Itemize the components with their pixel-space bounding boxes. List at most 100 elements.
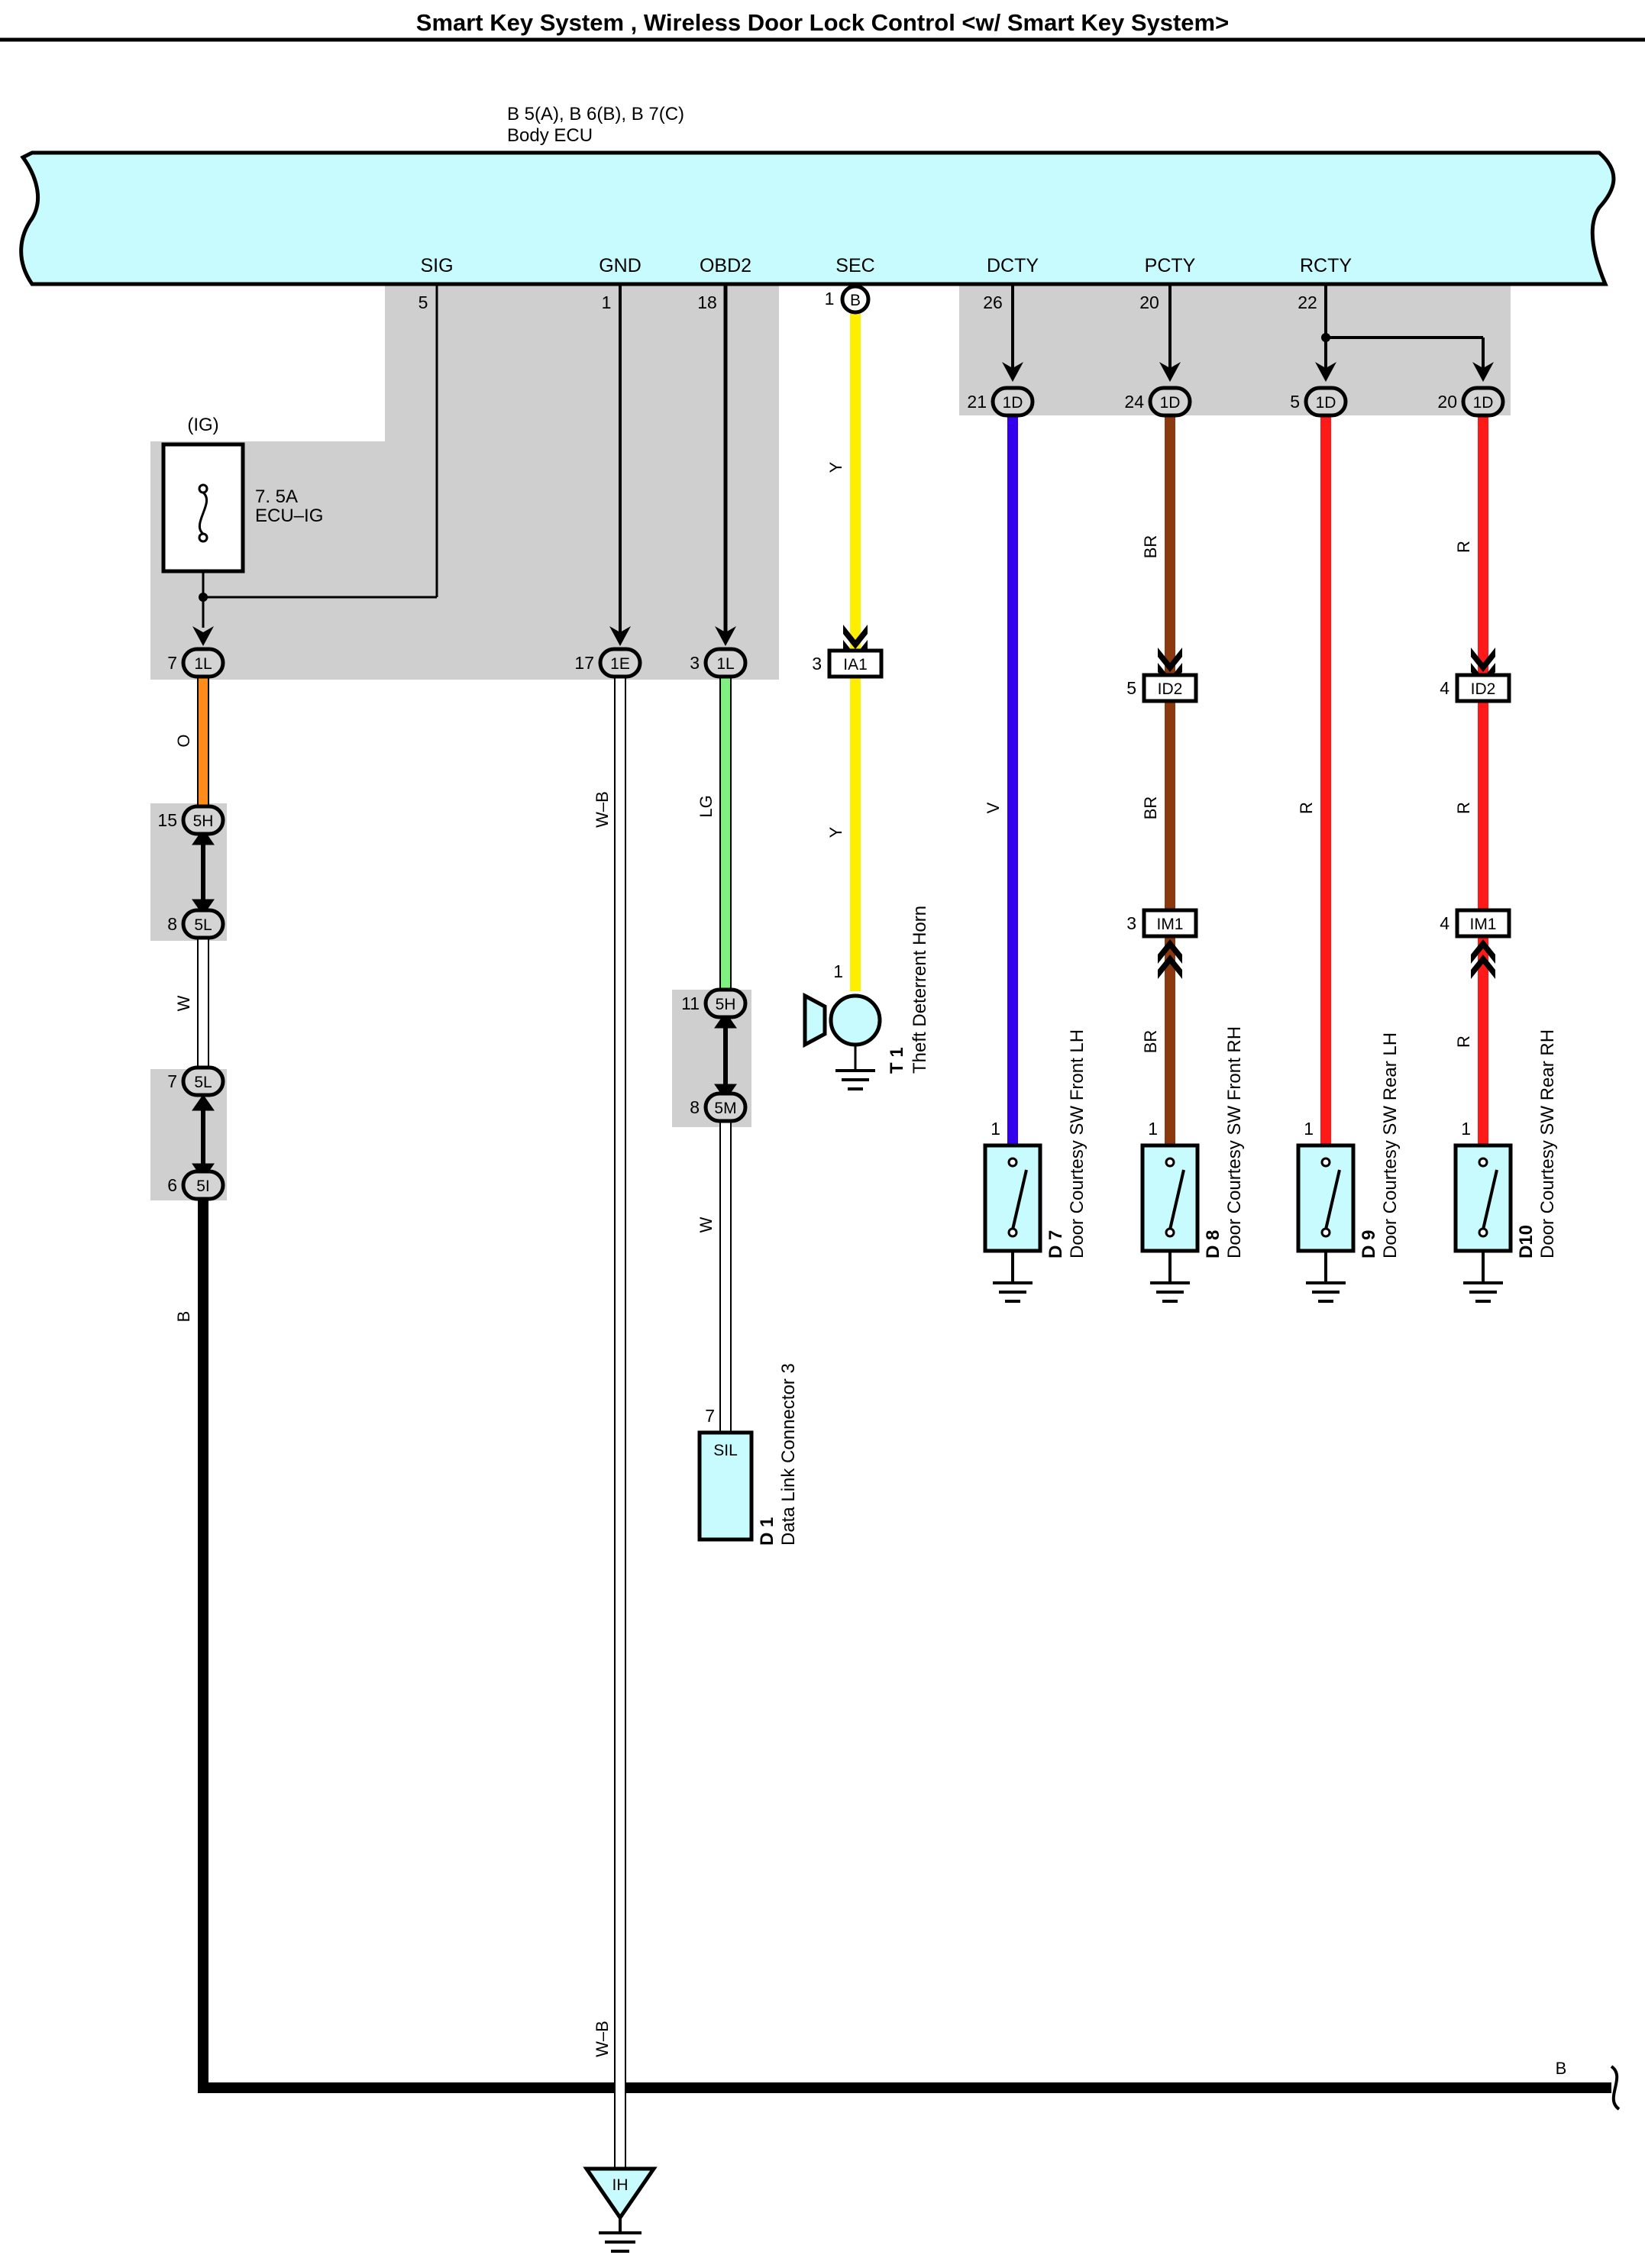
label-br-2: BR	[1141, 796, 1160, 820]
label-y-bottom: Y	[826, 826, 845, 838]
svg-text:1E: 1E	[610, 655, 630, 673]
switch-d10	[1453, 1143, 1513, 1303]
svg-text:IM1: IM1	[1156, 916, 1183, 933]
label-r-3: R	[1454, 1035, 1473, 1048]
conn-5h-15: 5H 15	[157, 804, 225, 836]
svg-text:1: 1	[1148, 1119, 1158, 1139]
d7-name: Door Courtesy SW Front LH	[1067, 1029, 1088, 1258]
label-o: O	[174, 734, 193, 747]
svg-text:1L: 1L	[194, 655, 212, 673]
svg-text:7: 7	[167, 653, 177, 673]
svg-text:6: 6	[167, 1175, 177, 1195]
door-switches	[983, 1143, 1513, 1303]
conn-1e-17: 1E 17	[574, 647, 642, 679]
d8-id: D 8	[1203, 1230, 1223, 1258]
label-br-1: BR	[1141, 535, 1160, 559]
wire-b-bus	[198, 1197, 1611, 2093]
conn-1l-3: 1L 3	[690, 647, 748, 679]
label-r-d9: R	[1297, 802, 1316, 814]
pin-pcty: 20	[1139, 292, 1159, 312]
junction-shading	[150, 284, 1511, 1200]
svg-text:21: 21	[967, 392, 987, 412]
svg-text:11: 11	[681, 993, 700, 1013]
terminal-sig: SIG	[420, 255, 453, 276]
d9-name: Door Courtesy SW Rear LH	[1380, 1032, 1401, 1258]
svg-text:8: 8	[690, 1097, 700, 1117]
svg-text:5: 5	[1126, 678, 1136, 698]
svg-text:5I: 5I	[196, 1178, 210, 1195]
svg-text:1D: 1D	[1316, 394, 1336, 412]
svg-text:1L: 1L	[716, 655, 734, 673]
svg-text:5H: 5H	[193, 813, 214, 830]
pin-rcty: 22	[1298, 292, 1317, 312]
label-b-bus: B	[1556, 2059, 1567, 2078]
svg-text:4: 4	[1440, 678, 1449, 698]
svg-text:1: 1	[1461, 1119, 1471, 1139]
horn-name: Theft Deterrent Horn	[910, 906, 930, 1074]
ecu-connectors-label: B 5(A), B 6(B), B 7(C)	[507, 104, 684, 124]
label-lg: LG	[696, 795, 716, 817]
svg-text:5L: 5L	[194, 916, 212, 934]
conn-1d-21: 1D 21	[967, 386, 1035, 418]
fuse-name-label: ECU–IG	[255, 506, 323, 526]
sec-connector-code: B	[850, 292, 861, 309]
conn-id2-4: ID2 4	[1440, 673, 1511, 703]
conn-ia1-3: IA1 3	[812, 648, 884, 679]
svg-text:20: 20	[1437, 392, 1457, 412]
terminal-gnd: GND	[599, 255, 642, 276]
svg-text:IM1: IM1	[1469, 916, 1496, 933]
wire-color-labels: O W B W–B W–B LG W Y Y V BR BR BR R R R …	[174, 461, 1566, 2078]
svg-text:15: 15	[157, 810, 177, 830]
diagram-title: Smart Key System , Wireless Door Lock Co…	[416, 9, 1229, 36]
fuse-circuit-label: (IG)	[187, 415, 218, 435]
pin-obd2: 18	[697, 292, 717, 312]
switch-d9	[1296, 1143, 1356, 1303]
svg-text:1D: 1D	[1160, 394, 1181, 412]
theft-deterrent-horn	[803, 992, 882, 1090]
svg-text:5: 5	[1290, 392, 1300, 412]
terminal-pcty: PCTY	[1145, 255, 1196, 276]
dlc-name: Data Link Connector 3	[778, 1363, 799, 1546]
svg-text:3: 3	[690, 653, 700, 673]
bidirectional-arrows	[192, 829, 737, 1180]
arrow-heads	[192, 362, 1494, 646]
terminal-sec: SEC	[835, 255, 874, 276]
label-wb-bottom: W–B	[593, 2021, 612, 2057]
conn-1l-7: 1L 7	[167, 647, 225, 679]
svg-text:1: 1	[1304, 1119, 1314, 1139]
label-br-3: BR	[1141, 1030, 1160, 1054]
svg-text:24: 24	[1124, 392, 1144, 412]
ground-ih	[583, 2166, 658, 2253]
conn-1d-24: 1D 24	[1124, 386, 1192, 418]
body-ecu-block	[19, 150, 1616, 286]
fuse-rating-label: 7. 5A	[255, 486, 298, 507]
bus-end-break	[1610, 2065, 1621, 2111]
d10-name: Door Courtesy SW Rear RH	[1537, 1029, 1558, 1258]
svg-text:IA1: IA1	[843, 656, 868, 674]
dlc-code: SIL	[713, 1442, 738, 1459]
svg-text:ID2: ID2	[1471, 680, 1496, 698]
d8-name: Door Courtesy SW Front RH	[1224, 1026, 1245, 1258]
svg-text:5L: 5L	[194, 1074, 212, 1091]
label-v: V	[984, 802, 1003, 813]
label-y-top: Y	[826, 461, 845, 473]
svg-text:5M: 5M	[714, 1100, 736, 1117]
svg-text:3: 3	[812, 654, 822, 674]
ecu-terminals: SIG GND OBD2 SEC DCTY PCTY RCTY	[420, 255, 1352, 276]
terminal-obd2: OBD2	[700, 255, 751, 276]
conn-5l-7: 5L7	[167, 1065, 225, 1097]
svg-text:17: 17	[574, 653, 594, 673]
label-b: B	[174, 1311, 193, 1323]
terminal-rcty: RCTY	[1300, 255, 1352, 276]
d10-id: D10	[1516, 1225, 1537, 1258]
svg-text:1: 1	[991, 1119, 1000, 1139]
conn-5i-6: 5I 6	[167, 1169, 225, 1201]
svg-text:1D: 1D	[1003, 394, 1023, 412]
switch-pins: 1 1 1 1	[991, 1119, 1471, 1139]
